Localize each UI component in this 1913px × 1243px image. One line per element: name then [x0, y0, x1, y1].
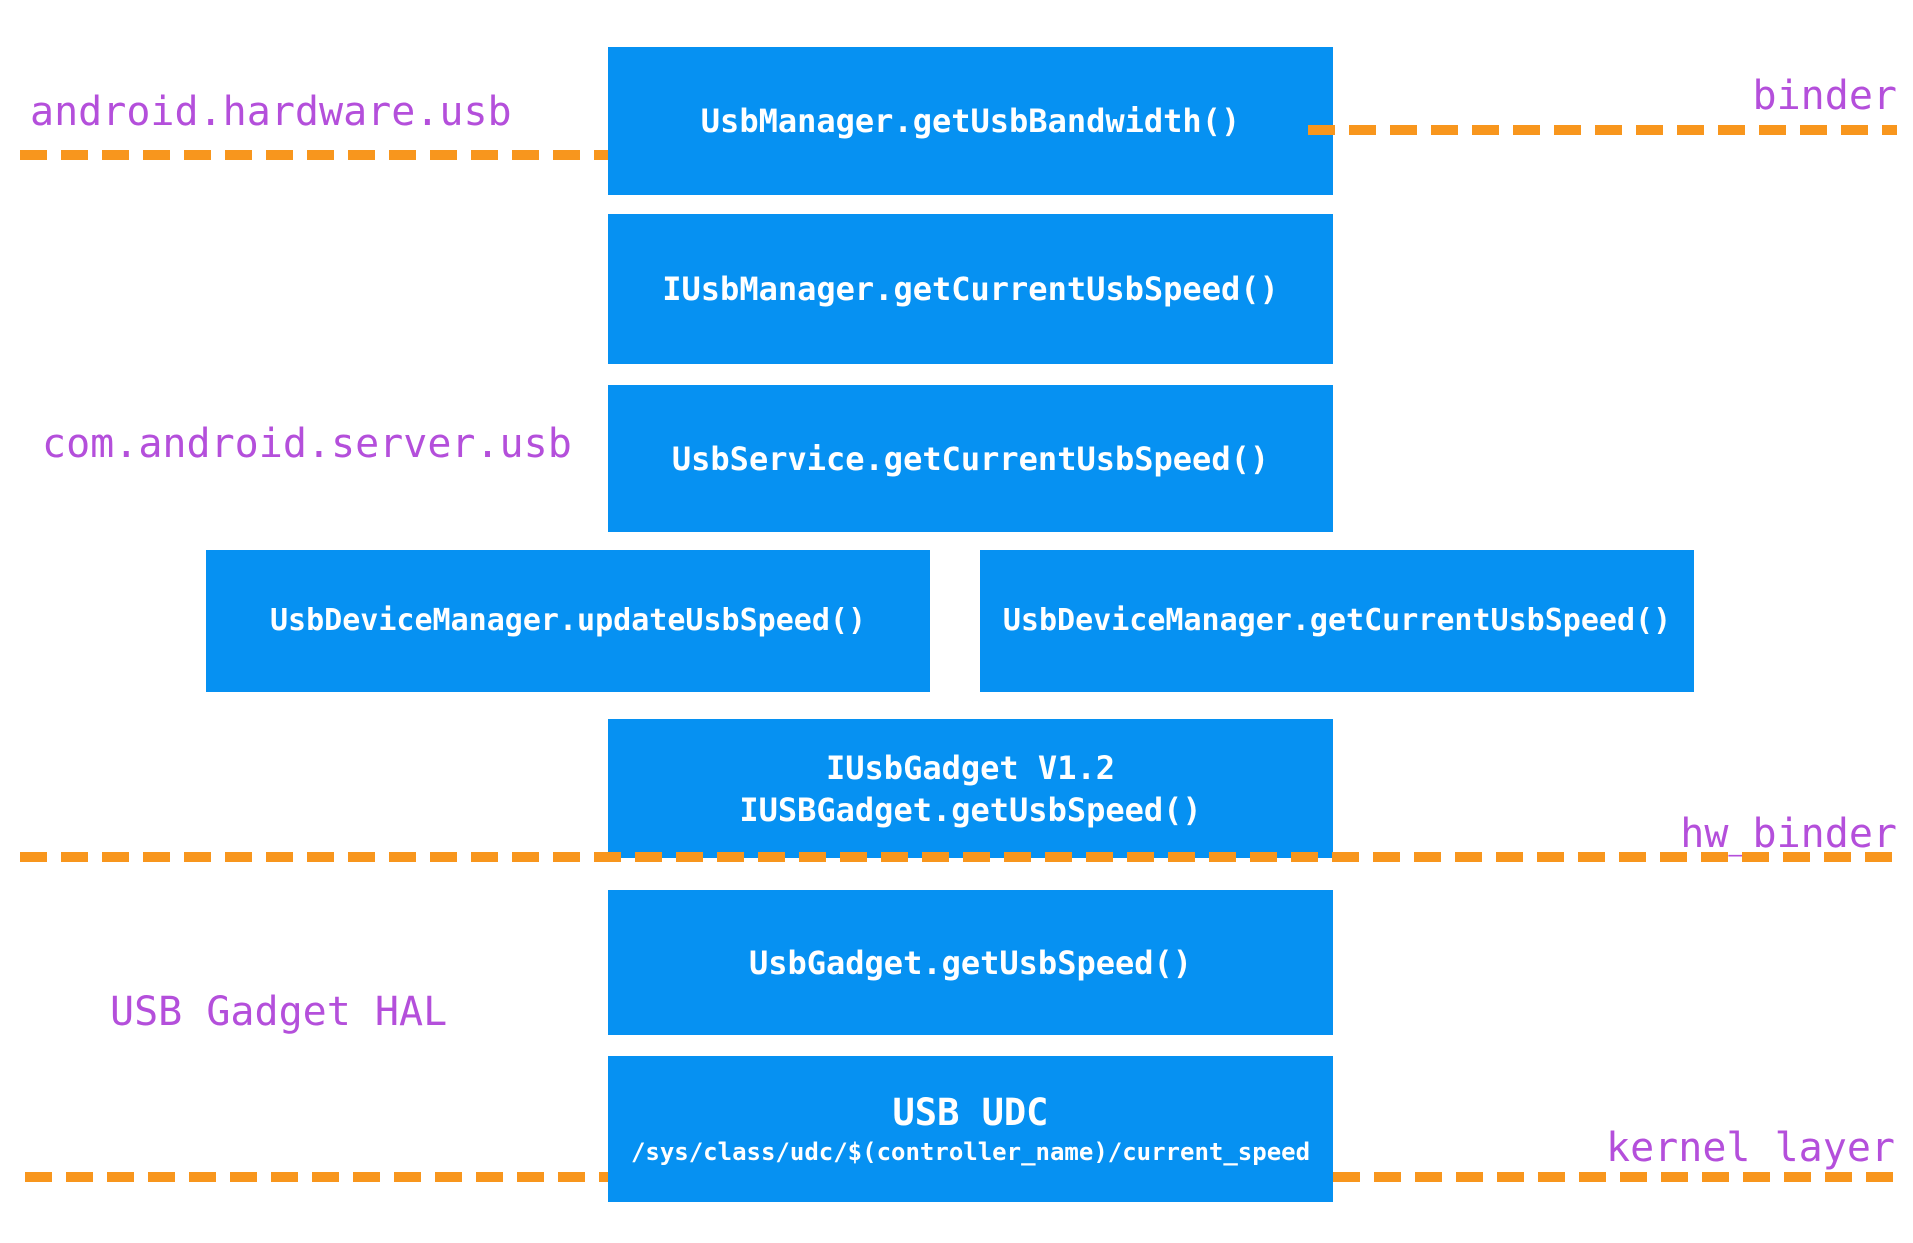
label-usb-gadget-hal: USB Gadget HAL	[110, 989, 448, 1035]
box-usbmanager-label: UsbManager.getUsbBandwidth()	[700, 102, 1241, 140]
box-iusbgadget: IUsbGadget V1.2 IUSBGadget.getUsbSpeed()	[608, 719, 1333, 858]
box-iusbmanager-label: IUsbManager.getCurrentUsbSpeed()	[662, 270, 1279, 308]
label-binder: binder	[1752, 73, 1898, 119]
box-usb-udc-title: USB UDC	[892, 1091, 1049, 1134]
label-hw-binder: hw_binder	[1680, 811, 1897, 857]
box-usbdevicemanager-get-label: UsbDeviceManager.getCurrentUsbSpeed()	[1002, 603, 1672, 638]
box-usb-udc-sysfs-path: /sys/class/udc/$(controller_name)/curren…	[630, 1138, 1311, 1166]
box-iusbmanager-getcurrentusbspeed: IUsbManager.getCurrentUsbSpeed()	[608, 214, 1333, 364]
label-com-android-server-usb: com.android.server.usb	[42, 421, 572, 467]
box-usbmanager-getusbbandwidth: UsbManager.getUsbBandwidth()	[608, 47, 1333, 195]
dashed-line-hw-binder-boundary	[20, 852, 1897, 862]
box-usbdevicemanager-getcurrentusbspeed: UsbDeviceManager.getCurrentUsbSpeed()	[980, 550, 1694, 692]
label-kernel-layer: kernel layer	[1606, 1125, 1895, 1171]
box-usb-udc: USB UDC /sys/class/udc/$(controller_name…	[608, 1056, 1333, 1202]
box-iusbgadget-method-line: IUSBGadget.getUsbSpeed()	[739, 790, 1202, 829]
dashed-line-framework-boundary	[20, 150, 608, 160]
label-android-hardware-usb: android.hardware.usb	[30, 89, 512, 135]
box-iusbgadget-version-line: IUsbGadget V1.2	[826, 748, 1115, 787]
box-usbservice-label: UsbService.getCurrentUsbSpeed()	[671, 439, 1270, 478]
box-usbdevicemanager-update-label: UsbDeviceManager.updateUsbSpeed()	[269, 603, 867, 638]
box-usbgadget-label: UsbGadget.getUsbSpeed()	[748, 943, 1193, 982]
dashed-line-kernel-boundary-right	[1333, 1172, 1897, 1182]
dashed-line-kernel-boundary-left	[25, 1172, 610, 1182]
box-usbservice-getcurrentusbspeed: UsbService.getCurrentUsbSpeed()	[608, 385, 1333, 532]
dashed-line-binder-boundary	[1308, 125, 1897, 135]
box-usbgadget-getusbspeed: UsbGadget.getUsbSpeed()	[608, 890, 1333, 1035]
box-usbdevicemanager-updateusbspeed: UsbDeviceManager.updateUsbSpeed()	[206, 550, 930, 692]
